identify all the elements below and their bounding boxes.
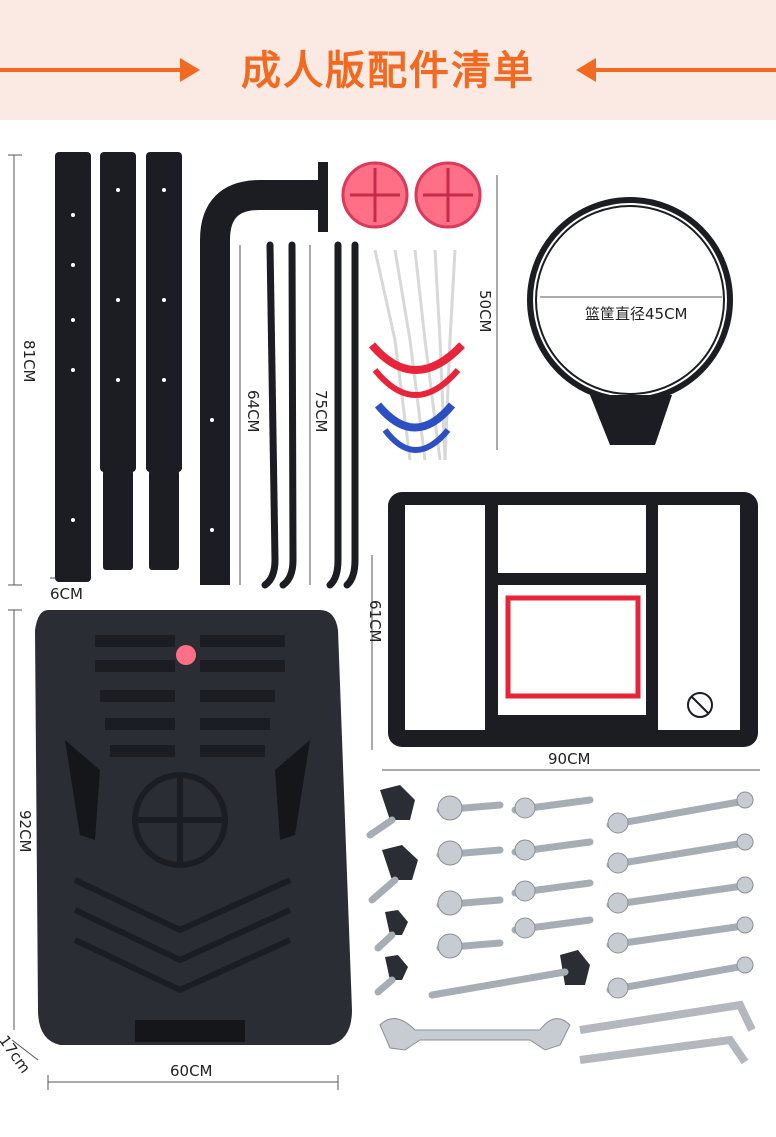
backboard xyxy=(388,492,758,747)
base-dimensions xyxy=(8,609,339,1090)
left-rule xyxy=(0,68,185,72)
brace-long-label: 75CM xyxy=(312,390,330,433)
base-width-label: 60CM xyxy=(170,1062,213,1080)
rim-diameter-label: 篮筐直径45CM xyxy=(582,303,691,324)
left-arrow-icon xyxy=(576,58,596,82)
page-title: 成人版配件清单 xyxy=(241,48,535,94)
base-height-label: 92CM xyxy=(16,810,34,853)
backboard-width-label: 90CM xyxy=(548,750,591,768)
curved-arm xyxy=(200,162,328,585)
pole-holes xyxy=(71,188,166,522)
pole-3 xyxy=(146,152,182,570)
base-tank xyxy=(35,610,352,1045)
brace-short-label: 64CM xyxy=(244,390,262,433)
pink-caps xyxy=(341,161,482,229)
hardware xyxy=(366,785,756,1065)
braces xyxy=(261,241,359,589)
right-rule xyxy=(591,68,776,72)
basketball-net xyxy=(368,249,465,461)
backboard-height-label: 61CM xyxy=(366,600,384,643)
header-banner: 成人版配件清单 xyxy=(0,0,776,120)
hoop-rim xyxy=(527,197,733,445)
pole-height-label: 81CM xyxy=(20,340,38,383)
backboard-dimensions xyxy=(371,555,760,771)
pole-width-label: 6CM xyxy=(50,585,83,603)
net-height-label: 50CM xyxy=(476,290,494,333)
right-arrow-icon xyxy=(180,58,200,82)
brace-dimensions xyxy=(239,245,311,585)
pole-2 xyxy=(100,152,136,570)
pole-1 xyxy=(55,152,91,582)
